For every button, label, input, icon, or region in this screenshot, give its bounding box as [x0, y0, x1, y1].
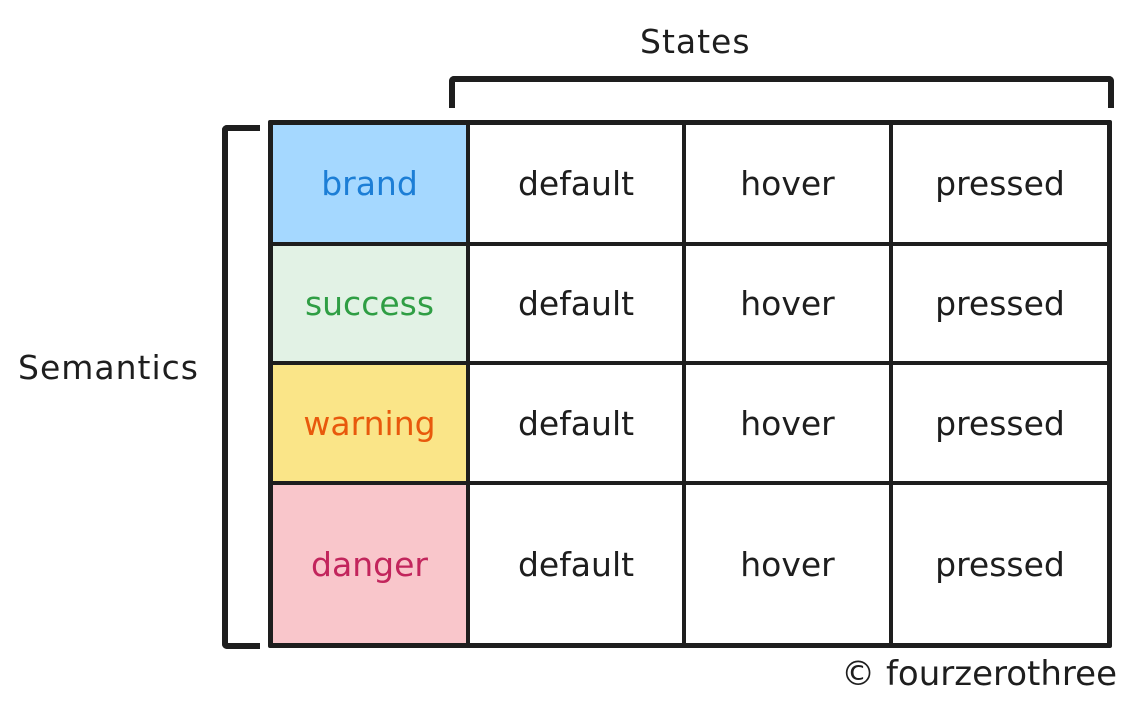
semantics-bracket [222, 125, 260, 649]
states-bracket [449, 76, 1114, 108]
credit-text: © fourzerothree [841, 654, 1117, 694]
state-cell-warning-default: default [470, 365, 686, 485]
semantics-states-matrix: brand default hover pressed success defa… [268, 120, 1112, 648]
semantics-axis-label: Semantics [18, 348, 199, 387]
state-cell-danger-hover: hover [686, 485, 893, 643]
state-cell-success-pressed: pressed [893, 246, 1107, 365]
semantic-cell-danger: danger [273, 485, 470, 643]
state-cell-brand-default: default [470, 125, 686, 246]
state-cell-warning-pressed: pressed [893, 365, 1107, 485]
state-cell-success-hover: hover [686, 246, 893, 365]
state-cell-success-default: default [470, 246, 686, 365]
state-cell-warning-hover: hover [686, 365, 893, 485]
state-cell-danger-pressed: pressed [893, 485, 1107, 643]
state-cell-danger-default: default [470, 485, 686, 643]
state-cell-brand-hover: hover [686, 125, 893, 246]
state-cell-brand-pressed: pressed [893, 125, 1107, 246]
semantic-cell-warning: warning [273, 365, 470, 485]
semantic-cell-brand: brand [273, 125, 470, 246]
semantic-cell-success: success [273, 246, 470, 365]
states-axis-label: States [640, 22, 751, 61]
